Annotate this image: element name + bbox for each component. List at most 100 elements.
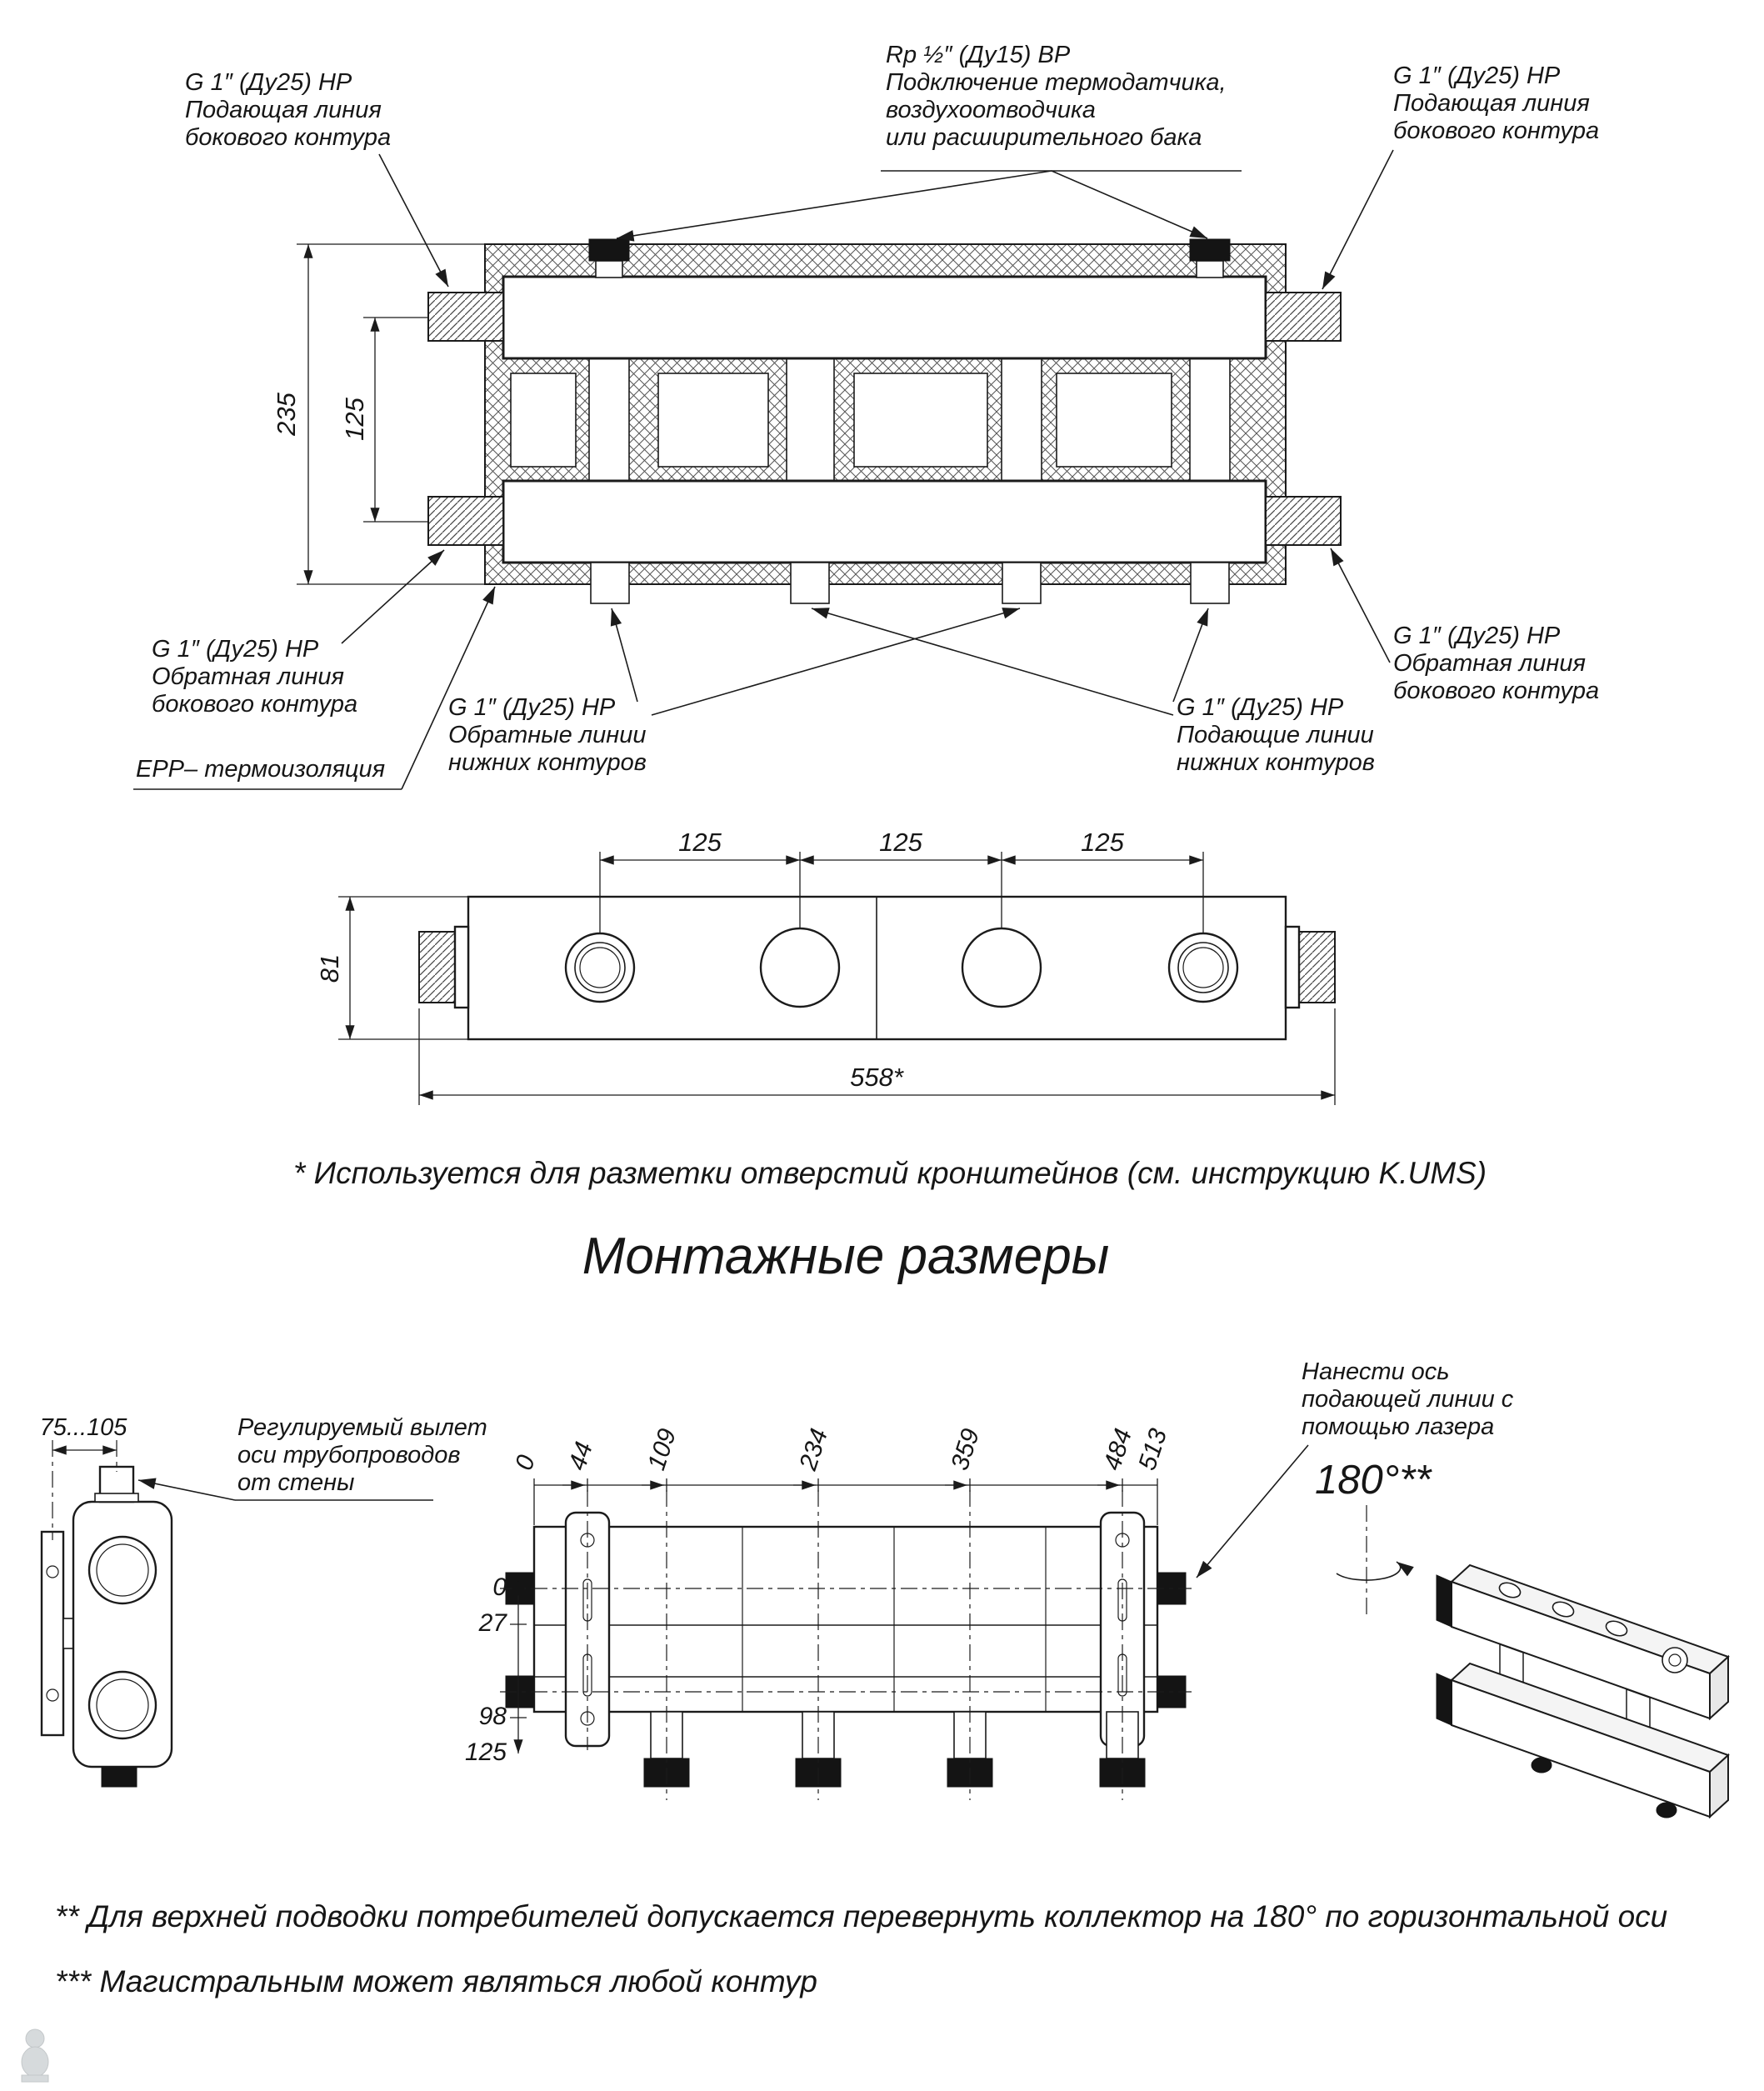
x-mark-234: 234 — [794, 1425, 833, 1474]
callout-line: Регулируемый вылет — [237, 1414, 487, 1441]
port-threaded-4-inner — [1177, 942, 1229, 993]
callout-line: воздухоотводчика — [886, 97, 1096, 123]
iso-valve-inner — [1668, 1653, 1682, 1667]
isometric-view — [1436, 1563, 1730, 1819]
iso-plug — [1656, 1802, 1677, 1818]
callout-line: Rp ½″ (Ду15) ВР — [886, 42, 1071, 68]
lower-circuit-stub-3 — [1002, 562, 1042, 604]
callout-line: G 1″ (Ду25) НР — [152, 636, 319, 663]
callout-line: помощью лазера — [1302, 1413, 1494, 1440]
leader-line — [341, 549, 445, 644]
callout-line: подающей линии с — [1302, 1386, 1514, 1413]
x-mark-0: 0 — [510, 1452, 541, 1473]
dim-wall-offset: 75...105 — [40, 1414, 128, 1441]
iso-plug — [1531, 1757, 1552, 1773]
callout-insulation: EPP– термоизоляция — [133, 586, 496, 790]
iso-port — [1552, 1601, 1575, 1618]
callout-line: Подающая линия — [1393, 90, 1590, 117]
callout-bottom-right: G 1″ (Ду25) НР Обратная линия бокового к… — [1330, 548, 1599, 704]
rotation-label: 180°** — [1315, 1458, 1432, 1503]
leader-line — [378, 153, 449, 288]
insulation-window — [510, 373, 577, 468]
callout-line: G 1″ (Ду25) НР — [185, 69, 352, 96]
callout-line: G 1″ (Ду25) НР — [448, 694, 616, 721]
footnote-triple-star: *** Магистральным может являться любой к… — [55, 1964, 817, 1998]
iso-supply-end — [1709, 1654, 1729, 1721]
side-port-top — [87, 1535, 157, 1605]
bracket-hole — [46, 1688, 59, 1702]
callout-line: от стены — [237, 1469, 354, 1496]
footnote-double-star: ** Для верхней подводки потребителей доп… — [55, 1899, 1667, 1933]
datum-diamond — [512, 1581, 525, 1596]
iso-end-cap — [1436, 1673, 1452, 1726]
callout-line: EPP– термоизоляция — [136, 756, 385, 783]
iso-return-end — [1709, 1753, 1729, 1819]
side-view: 75...105 — [40, 1414, 173, 1788]
vertical-channel — [1189, 358, 1231, 482]
callout-laser: Нанести ось подающей линии с помощью лаз… — [1196, 1358, 1514, 1578]
dim-overall-height: 235 — [272, 392, 301, 436]
side-port-top-inner — [96, 1543, 149, 1597]
callout-line: G 1″ (Ду25) НР — [1393, 63, 1561, 89]
vertical-channel — [1001, 358, 1042, 482]
insulation-window — [853, 373, 988, 468]
footnote-star: * Используется для разметки отверстий кр… — [293, 1156, 1487, 1190]
leader-line — [401, 586, 496, 790]
callout-top-center: Rp ½″ (Ду15) ВР Подключение термодатчика… — [616, 42, 1242, 242]
left-thread-stub — [418, 931, 456, 1003]
side-stub-top-left — [427, 292, 504, 342]
leader-line — [1330, 548, 1391, 663]
callout-line: Нанести ось — [1302, 1358, 1450, 1385]
iso-port — [1498, 1582, 1522, 1598]
callout-line: оси трубопроводов — [237, 1442, 461, 1468]
rotation-arrow — [1336, 1561, 1414, 1581]
return-pipe-section — [502, 479, 1267, 564]
vertical-channel — [588, 358, 630, 482]
dim-body-height: 81 — [315, 954, 344, 983]
x-mark-513: 513 — [1133, 1425, 1172, 1473]
dim-pitch-1: 125 — [678, 828, 722, 857]
dim-pitch-2: 125 — [879, 828, 922, 857]
section-title: Монтажные размеры — [582, 1228, 1110, 1285]
iso-end-cap — [1436, 1574, 1452, 1628]
side-stub-bottom-right — [1265, 496, 1342, 546]
right-thread-stub — [1298, 931, 1336, 1003]
callout-line: нижних контуров — [448, 749, 647, 776]
sensor-port-right — [1189, 238, 1231, 262]
port-plain-2 — [759, 927, 841, 1008]
bracket-hole — [46, 1565, 59, 1578]
side-stub-bottom-left — [427, 496, 504, 546]
leader-line — [1322, 149, 1394, 290]
supply-pipe-section — [502, 275, 1267, 360]
vertical-channel — [786, 358, 835, 482]
leader-line — [651, 608, 1021, 716]
dim-axis-spacing: 125 — [340, 397, 369, 440]
y-mark-27: 27 — [478, 1609, 508, 1637]
y-mark-125: 125 — [465, 1738, 507, 1766]
leader-line — [1172, 608, 1209, 703]
leader-line — [1051, 170, 1208, 239]
sensor-port-left — [588, 238, 630, 262]
callout-line: бокового контура — [1393, 678, 1599, 704]
top-view-dimensions: 125 125 125 81 558* — [315, 828, 1336, 1105]
lower-circuit-stub-4 — [1190, 562, 1230, 604]
insulation-window — [1056, 373, 1172, 468]
front-body — [532, 1525, 1159, 1713]
iso-port — [1605, 1620, 1628, 1637]
y-mark-0: 0 — [492, 1573, 507, 1601]
iso-valve — [1662, 1647, 1688, 1673]
leader-line — [1196, 1444, 1309, 1578]
side-bottom-cap — [101, 1766, 137, 1788]
callout-line: Подающие линии — [1177, 722, 1374, 748]
insulation-window — [657, 373, 769, 468]
callout-line: G 1″ (Ду25) НР — [1177, 694, 1344, 721]
callout-line: Подключение термодатчика, — [886, 69, 1227, 96]
x-mark-44: 44 — [563, 1438, 598, 1473]
port-threaded-4-inner2 — [1182, 947, 1224, 988]
lower-circuit-stub-2 — [790, 562, 830, 604]
bottom-stubs — [643, 1711, 1146, 1788]
x-mark-484: 484 — [1098, 1425, 1137, 1473]
callout-line: или расширительного бака — [886, 124, 1202, 151]
